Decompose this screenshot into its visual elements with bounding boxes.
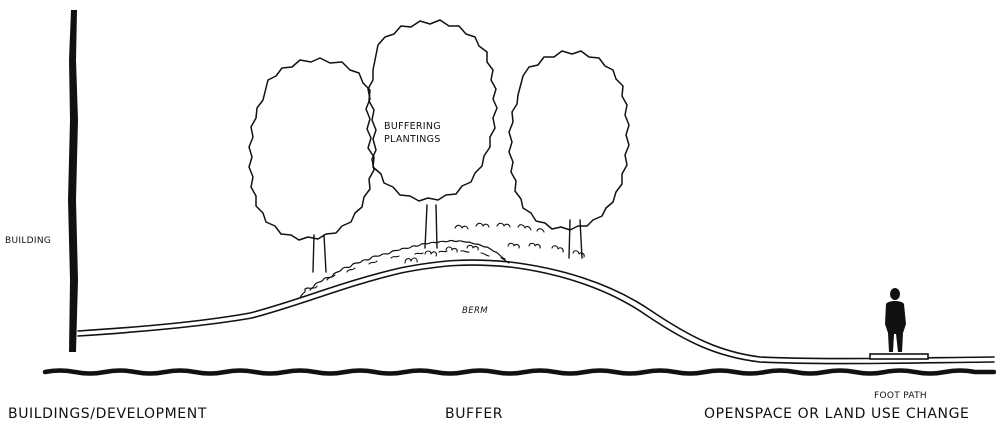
foot-path — [869, 353, 929, 360]
tree-right — [508, 50, 630, 259]
ground-baseline — [42, 368, 996, 376]
buffering-plantings-label-2: PLANTINGS — [384, 134, 441, 145]
zone-buffer-label: BUFFER — [445, 406, 503, 422]
person-figure — [885, 288, 906, 352]
zone-development-label: BUILDINGS/DEVELOPMENT — [8, 406, 207, 422]
buffering-plantings-label-1: BUFFERING — [384, 121, 441, 132]
shrub-band — [299, 222, 585, 299]
tree-left — [248, 57, 377, 273]
berm — [77, 259, 995, 365]
berm-label: BERM — [462, 306, 488, 316]
zone-openspace-label: OPENSPACE OR LAND USE CHANGE — [704, 406, 970, 422]
foot-path-label: FOOT PATH — [874, 391, 927, 401]
building-label: BUILDING — [5, 236, 51, 246]
tree-center — [365, 19, 498, 249]
building-wall — [68, 10, 78, 352]
